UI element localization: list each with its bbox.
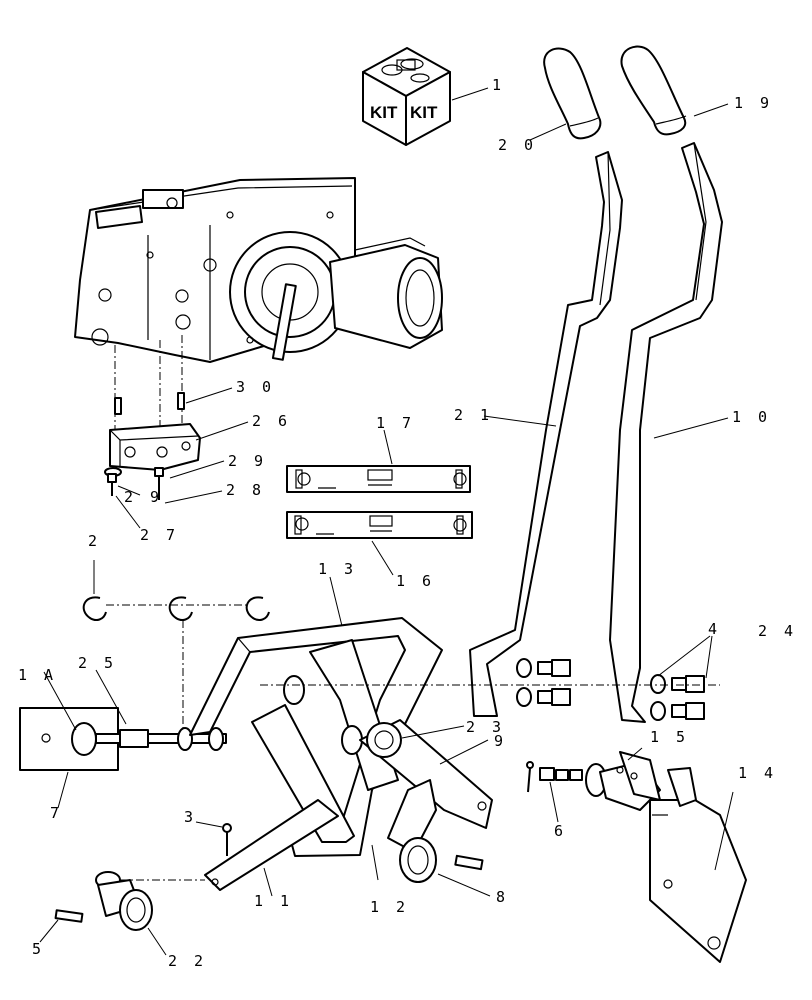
valve-block-26 (109, 423, 201, 471)
pivot-bracket-8 (387, 779, 484, 883)
clips-2 (82, 596, 270, 730)
decal-17 (286, 465, 471, 493)
callout-25: 2 5 (78, 654, 117, 672)
callout-13: 1 3 (318, 560, 357, 578)
callout-8: 8 (496, 888, 509, 906)
washers-and-bolts-10 (650, 674, 705, 721)
kit-label-right: KIT (410, 103, 438, 122)
callout-12: 1 2 (370, 898, 409, 916)
callout-9: 9 (494, 732, 507, 750)
callout-6: 6 (554, 822, 567, 840)
callout-3: 3 (184, 808, 197, 826)
callout-7: 7 (50, 804, 63, 822)
callout-5: 5 (32, 940, 45, 958)
callout-1: 1 (492, 76, 505, 94)
callout-4: 4 (708, 620, 721, 638)
callout-19: 1 9 (734, 94, 773, 112)
split-pin-3 (222, 823, 232, 856)
bushing-23 (366, 722, 402, 758)
callout-11: 1 1 (254, 892, 293, 910)
pin-30 (114, 392, 185, 415)
callout-29-upper: 2 9 (228, 452, 267, 470)
callout-23: 2 3 (466, 718, 505, 736)
callout-17: 1 7 (376, 414, 415, 432)
callout-26: 2 6 (252, 412, 291, 430)
leader-lines (39, 87, 734, 956)
bolt-27 (107, 473, 117, 496)
lever-10 (609, 142, 723, 723)
callout-2: 2 (88, 532, 101, 550)
pivot-15 (585, 751, 661, 811)
callout-24: 2 4 (758, 622, 797, 640)
bolt-6 (539, 767, 583, 781)
callout-1a: 1 A (18, 666, 57, 684)
shaft-assembly (71, 722, 227, 756)
callout-30: 3 0 (236, 378, 275, 396)
washers-and-bolts-21 (516, 658, 571, 707)
pivot-22 (95, 871, 205, 931)
lever-21 (469, 151, 623, 717)
pin-5 (54, 909, 84, 923)
callout-labels: 1 1 9 2 0 2 1 1 0 3 0 2 6 2 9 2 8 2 9 2 … (18, 76, 797, 970)
callout-27: 2 7 (140, 526, 179, 544)
knob-20 (543, 47, 602, 140)
callout-29-lower: 2 9 (124, 488, 163, 506)
split-pin-upper (526, 761, 534, 793)
bolt-28 (154, 467, 164, 500)
callout-22: 2 2 (168, 952, 207, 970)
arm-11 (204, 799, 339, 891)
callout-28: 2 8 (226, 481, 265, 499)
callout-14: 1 4 (738, 764, 777, 782)
transmission-housing (74, 177, 443, 363)
decal-16 (286, 511, 473, 539)
callout-10: 1 0 (732, 408, 771, 426)
callout-15: 1 5 (650, 728, 689, 746)
knob-19 (620, 45, 687, 136)
callout-21: 2 1 (454, 406, 493, 424)
callout-16: 1 6 (396, 572, 435, 590)
kit-box: KIT KIT (362, 47, 451, 146)
kit-label-left: KIT (370, 103, 398, 122)
callout-20: 2 0 (498, 136, 537, 154)
